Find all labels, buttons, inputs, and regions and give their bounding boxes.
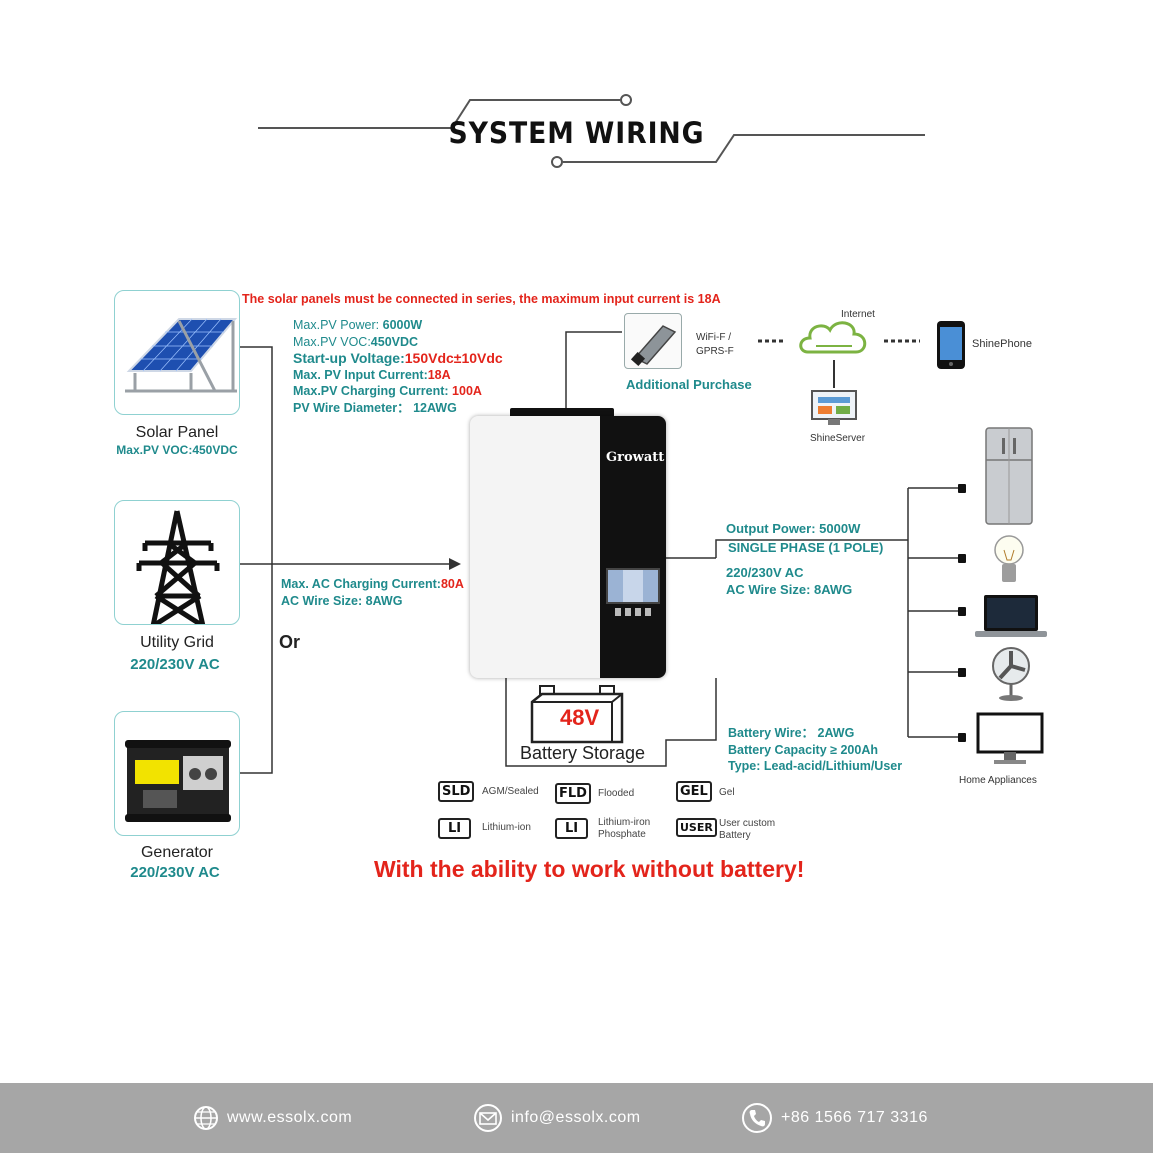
battery-type: Type: Lead-acid/Lithium/User — [728, 759, 903, 773]
battery-code: FLD — [555, 783, 591, 804]
pv-input-current-value: 18A — [427, 367, 451, 382]
footer-email[interactable]: info@essolx.com — [473, 1103, 641, 1133]
website-text: www.essolx.com — [227, 1109, 353, 1126]
battery-code: SLD — [438, 781, 475, 802]
internet-label: Internet — [841, 309, 875, 320]
or-label: Or — [279, 632, 301, 652]
battery-code: LI — [555, 818, 589, 839]
battery-desc: Lithium-iron Phosphate — [598, 817, 651, 840]
startup-voltage-value: 150Vdc±10Vdc — [404, 350, 503, 366]
battery-desc: Flooded — [598, 788, 635, 799]
wifi-gprs-label: WiFi-F / GPRS-F — [696, 331, 734, 359]
laptop-icon — [975, 595, 1047, 637]
battery-code: USER — [676, 818, 717, 837]
cloud-icon — [799, 321, 867, 354]
globe-icon — [194, 1106, 218, 1130]
footer-phone[interactable]: +86 1566 717 3316 — [741, 1103, 928, 1133]
utility-grid-label: Utility Grid — [140, 634, 214, 651]
generator-card — [114, 711, 240, 836]
startup-voltage-label: Start-up Voltage: — [293, 350, 405, 366]
home-appliances-label: Home Appliances — [959, 775, 1037, 786]
pv-charging-current-label: Max.PV Charging Current: — [293, 384, 453, 398]
ac-charging-current-value: 80A — [440, 577, 464, 591]
battery-wire: Battery Wire： 2AWG — [728, 726, 855, 740]
shineserver-label: ShineServer — [810, 433, 866, 444]
battery-code: LI — [438, 818, 472, 839]
battery-code: GEL — [676, 781, 712, 802]
battery-specs: Battery Wire： 2AWG Battery Capacity ≥ 20… — [728, 725, 902, 775]
electric-fan-icon — [992, 647, 1030, 701]
battery-capacity: Battery Capacity ≥ 200Ah — [728, 742, 878, 757]
battery-desc: User custom Battery — [719, 818, 776, 841]
solar-panel-voc: Max.PV VOC:450VDC — [116, 443, 238, 457]
pv-charging-current-value: 100A — [452, 384, 482, 398]
output-voltage: 220/230V AC — [726, 565, 804, 580]
mail-icon — [474, 1104, 502, 1132]
battery-icon — [530, 685, 624, 744]
output-phase: SINGLE PHASE (1 POLE) — [728, 539, 884, 555]
solar-panel-label: Solar Panel — [135, 424, 219, 441]
output-power: Output Power: 5000W — [726, 521, 861, 536]
phone-text: +86 1566 717 3316 — [781, 1109, 928, 1126]
pv-voc-label: Max.PV VOC: — [293, 334, 371, 349]
wifi-module-card — [624, 313, 682, 369]
pv-wire-diameter: PV Wire Diameter： 12AWG — [293, 400, 457, 415]
email-text: info@essolx.com — [511, 1109, 641, 1126]
output-wire-size: AC Wire Size: 8AWG — [726, 581, 853, 597]
inverter-front-panel — [600, 416, 666, 678]
inverter-display — [606, 568, 660, 604]
wifi-dongle-icon — [630, 325, 677, 367]
output-specs: Output Power: 5000W SINGLE PHASE (1 POLE… — [726, 521, 883, 598]
series-warning: The solar panels must be connected in se… — [242, 292, 721, 306]
pv-power-label: Max.PV Power: — [293, 318, 383, 332]
smartphone-icon — [937, 321, 965, 369]
battery-storage-label: Battery Storage — [520, 743, 646, 763]
battery-desc: Gel — [719, 787, 735, 798]
refrigerator-icon — [985, 427, 1033, 525]
generator-voltage: 220/230V AC — [130, 864, 220, 881]
battery-voltage: 48V — [560, 705, 600, 730]
wifi-label: WiFi-F / — [696, 332, 731, 343]
page-title: SYSTEM WIRING — [448, 116, 705, 150]
ac-specs: Max. AC Charging Current:80A AC Wire Siz… — [281, 576, 464, 609]
battery-desc: AGM/Sealed — [482, 786, 539, 797]
pv-input-current-label: Max. PV Input Current: — [293, 367, 428, 382]
gprs-label: GPRS-F — [696, 346, 734, 357]
ac-wire-size: AC Wire Size: 8AWG — [281, 593, 403, 608]
generator-icon — [125, 740, 231, 822]
wiring-lines — [240, 331, 966, 774]
solar-panel-card — [114, 290, 240, 415]
monitor-icon — [976, 712, 1044, 764]
pv-specs: Max.PV Power: 6000W Max.PV VOC:450VDC St… — [293, 317, 503, 416]
inverter-brand: Growatt — [606, 450, 665, 465]
inverter: Growatt — [470, 416, 666, 678]
battery-desc: Lithium-ion — [482, 822, 531, 833]
ac-charging-current-label: Max. AC Charging Current: — [281, 577, 441, 591]
generator-label: Generator — [140, 844, 214, 861]
utility-grid-voltage: 220/230V AC — [130, 656, 220, 673]
pv-voc-value: 450VDC — [370, 334, 419, 349]
phone-icon — [742, 1103, 772, 1133]
footer — [0, 1083, 1153, 1153]
power-tower-icon — [136, 510, 220, 624]
header-decoration — [258, 94, 925, 168]
shinephone-label: ShinePhone — [972, 338, 1032, 350]
light-bulb-icon — [994, 535, 1024, 582]
utility-grid-card — [114, 500, 240, 625]
pv-power-value: 6000W — [382, 318, 423, 332]
solar-panel-icon — [125, 318, 238, 393]
server-monitor-icon — [811, 390, 857, 425]
inverter-buttons — [615, 608, 651, 616]
tagline: With the ability to work without battery… — [374, 856, 805, 882]
additional-purchase-label: Additional Purchase — [626, 377, 752, 392]
footer-website[interactable]: www.essolx.com — [193, 1103, 352, 1133]
